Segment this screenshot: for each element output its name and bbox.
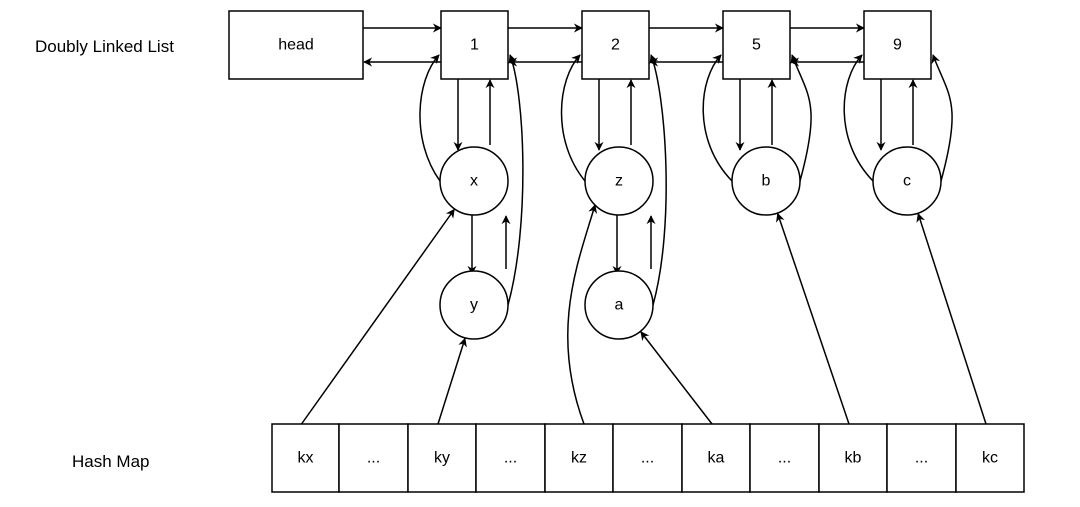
hash-map-cell — [681, 423, 751, 493]
item-node-c — [872, 146, 942, 216]
hash-map-cell-label: ... — [778, 450, 791, 467]
hash-map-cell-label: ky — [434, 450, 450, 467]
item-node-y — [439, 270, 509, 340]
hash-map-cell — [407, 423, 477, 493]
doubly-linked-list-label: Doubly Linked List — [35, 37, 174, 56]
list-node-9 — [863, 10, 932, 80]
hash-map-link-kx-to-x — [300, 208, 455, 425]
curved-next-pointer — [931, 54, 953, 182]
item-node-label: c — [903, 173, 911, 190]
hash-map-link-ka-to-a — [640, 331, 713, 425]
hash-map-cell — [955, 423, 1025, 493]
list-node-5 — [722, 10, 791, 80]
hash-map-cell-label: ... — [915, 450, 928, 467]
edges-layer — [300, 23, 987, 425]
curved-prev-pointer — [560, 54, 586, 182]
hash-map-cell-label: kx — [298, 450, 314, 467]
curved-prev-pointer — [419, 54, 441, 182]
item-node-label: x — [470, 173, 478, 190]
hash-map-link-ky-to-y — [437, 337, 467, 425]
item-node-label: b — [762, 173, 771, 190]
nodes-layer: head 1 x y 2 z a 5 b 9 c kx... ky... kz... ka... kb... k… — [228, 10, 1025, 493]
hash-map-cell-label: ... — [367, 450, 380, 467]
hash-map-cell — [886, 423, 957, 493]
item-node-x — [439, 146, 509, 216]
head-node — [228, 10, 364, 80]
curved-next-pointer — [649, 54, 667, 306]
hash-map-link-kb-to-b — [776, 212, 850, 425]
hash-map-link-kc-to-c — [916, 212, 987, 425]
item-node-b — [731, 146, 801, 216]
curved-next-pointer — [507, 54, 524, 306]
list-node-label: 9 — [893, 37, 902, 54]
item-node-label: y — [470, 297, 478, 314]
head-node-label: head — [278, 37, 314, 54]
list-node-label: 2 — [611, 37, 620, 54]
hash-map-cell-label: kc — [982, 450, 998, 467]
item-node-a — [584, 270, 654, 340]
hash-map-label: Hash Map — [72, 452, 149, 471]
list-node-1 — [440, 10, 509, 80]
list-node-label: 5 — [752, 37, 761, 54]
curved-prev-pointer — [702, 54, 733, 182]
hash-map-cell — [818, 423, 888, 493]
item-node-label: a — [615, 297, 624, 314]
hash-map-cell-label: ... — [641, 450, 654, 467]
hash-map-cell-label: ... — [504, 450, 517, 467]
hash-map-cell-label: kb — [845, 450, 862, 467]
hash-map-cell-label: kz — [571, 450, 587, 467]
curved-next-pointer — [790, 54, 812, 182]
list-node-2 — [581, 10, 650, 80]
hash-map-cell — [475, 423, 546, 493]
curved-prev-pointer — [843, 54, 874, 182]
item-node-label: z — [615, 173, 623, 190]
hash-map-link-kz-to-z — [567, 204, 598, 425]
list-node-label: 1 — [470, 37, 479, 54]
item-node-z — [584, 146, 654, 216]
hash-map-cell-label: ka — [708, 450, 725, 467]
